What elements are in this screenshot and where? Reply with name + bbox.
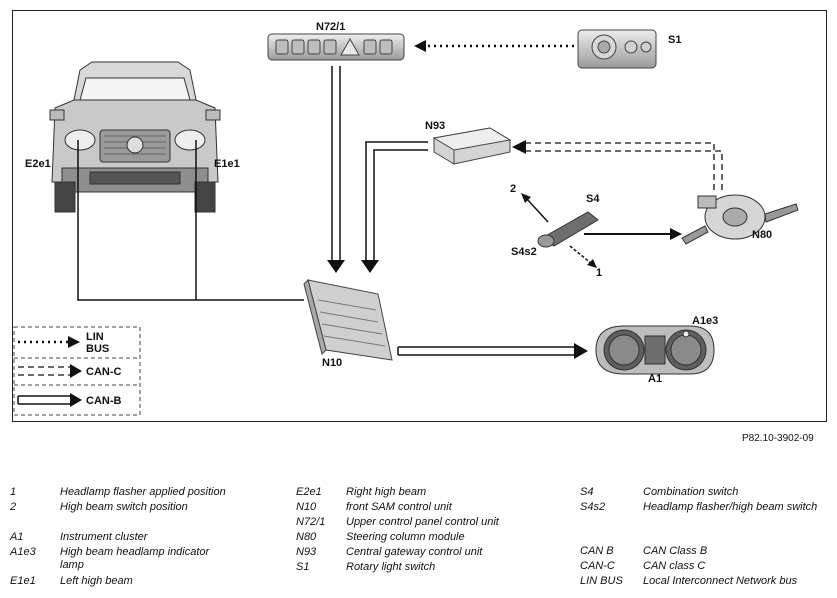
legend-value: Right high beam <box>346 486 427 498</box>
upper-control-panel <box>267 33 405 61</box>
pos1-arrow-line <box>569 245 593 265</box>
label-n10: N10 <box>322 357 342 369</box>
legend-value: CAN class C <box>643 560 706 572</box>
label-position-1: 1 <box>596 267 602 279</box>
legend-key: N72/1 <box>296 516 326 528</box>
canb-n93-to-n10 <box>365 141 428 262</box>
legend-value: Instrument cluster <box>60 531 148 543</box>
rotary-light-switch <box>577 29 657 69</box>
legend-key: 1 <box>10 486 17 498</box>
central-gateway-module <box>432 127 512 165</box>
s4-to-n80-arrowhead <box>670 228 682 240</box>
instrument-cluster <box>595 325 715 375</box>
canc-legend-line <box>18 366 70 376</box>
n10-to-headlamps-line <box>77 140 304 301</box>
legend-value: High beam switch position <box>60 501 188 513</box>
legend-value: Combination switch <box>643 486 739 498</box>
label-a1: A1 <box>648 373 662 385</box>
legend-key: CAN-C <box>580 560 615 572</box>
legend-value: Upper control panel control unit <box>346 516 499 528</box>
canb-legend-label: CAN-B <box>86 395 121 407</box>
legend-value: Central gateway control unit <box>346 546 483 558</box>
legend-value: Headlamp flasher applied position <box>60 486 226 498</box>
pos2-arrowhead <box>521 193 531 203</box>
canb-n93-arrowhead <box>361 260 379 273</box>
label-s4s2: S4s2 <box>511 246 537 258</box>
canb-legend-line <box>17 395 70 405</box>
label-n80: N80 <box>752 229 772 241</box>
label-e2e1: E2e1 <box>25 158 51 170</box>
legend-value: Rotary light switch <box>346 561 436 573</box>
legend-key: LIN BUS <box>580 575 623 587</box>
legend-key: A1e3 <box>10 546 36 558</box>
combination-switch <box>537 211 599 248</box>
diagram-frame <box>12 10 827 422</box>
legend-key: 2 <box>10 501 17 513</box>
label-e1e1: E1e1 <box>214 158 240 170</box>
label-n93: N93 <box>425 120 445 132</box>
legend-key: N10 <box>296 501 317 513</box>
canb-n72-arrowhead <box>327 260 345 273</box>
lin-legend-label-1: LIN <box>86 331 104 343</box>
legend-value: Local Interconnect Network bus <box>643 575 798 587</box>
legend-value: High beam headlamp indicator lamp <box>60 546 210 571</box>
canc-n80-to-n93 <box>524 142 723 190</box>
lin-s1-arrowhead <box>414 40 426 52</box>
high-beam-indicator-lamp <box>682 330 690 338</box>
legend-key: E2e1 <box>296 486 322 498</box>
lin-legend-label-2: BUS <box>86 343 109 355</box>
legend-key: CAN B <box>580 545 614 557</box>
front-sam-module <box>303 279 393 361</box>
legend-value: CAN Class B <box>643 545 708 557</box>
legend-value: front SAM control unit <box>346 501 452 513</box>
canb-n72-to-n10 <box>331 66 341 262</box>
legend-key: S4 <box>580 486 594 498</box>
label-position-2: 2 <box>510 183 516 195</box>
canb-n10-arrowhead <box>574 343 588 359</box>
left-high-beam-lamp <box>174 129 206 151</box>
figure-reference: P82.10-3902-09 <box>742 433 814 444</box>
legend-key: E1e1 <box>10 575 36 587</box>
canc-n80-arrowhead <box>512 140 526 154</box>
label-a1e3: A1e3 <box>692 315 718 327</box>
canc-legend-label: CAN-C <box>86 366 121 378</box>
legend-key: N80 <box>296 531 317 543</box>
label-n72-1: N72/1 <box>316 21 345 33</box>
bus-type-legend: LIN BUS CAN-C CAN-B <box>13 326 141 416</box>
legend-value: Steering column module <box>346 531 465 543</box>
legend-key: S1 <box>296 561 310 573</box>
canb-n10-to-a1 <box>397 346 576 356</box>
pos2-arrow-line <box>525 197 549 223</box>
hazard-icon <box>340 37 360 56</box>
steering-column-module <box>681 194 799 245</box>
legend-value: Left high beam <box>60 575 133 587</box>
label-s1: S1 <box>668 34 681 46</box>
legend-key: A1 <box>10 531 24 543</box>
legend-value: Headlamp flasher/high beam switch <box>643 501 818 513</box>
pos1-arrowhead <box>587 259 597 268</box>
legend-key: N93 <box>296 546 317 558</box>
label-s4: S4 <box>586 193 600 205</box>
right-high-beam-lamp <box>64 129 96 151</box>
legend-key: S4s2 <box>580 501 606 513</box>
vehicle-front-illustration <box>49 61 221 213</box>
